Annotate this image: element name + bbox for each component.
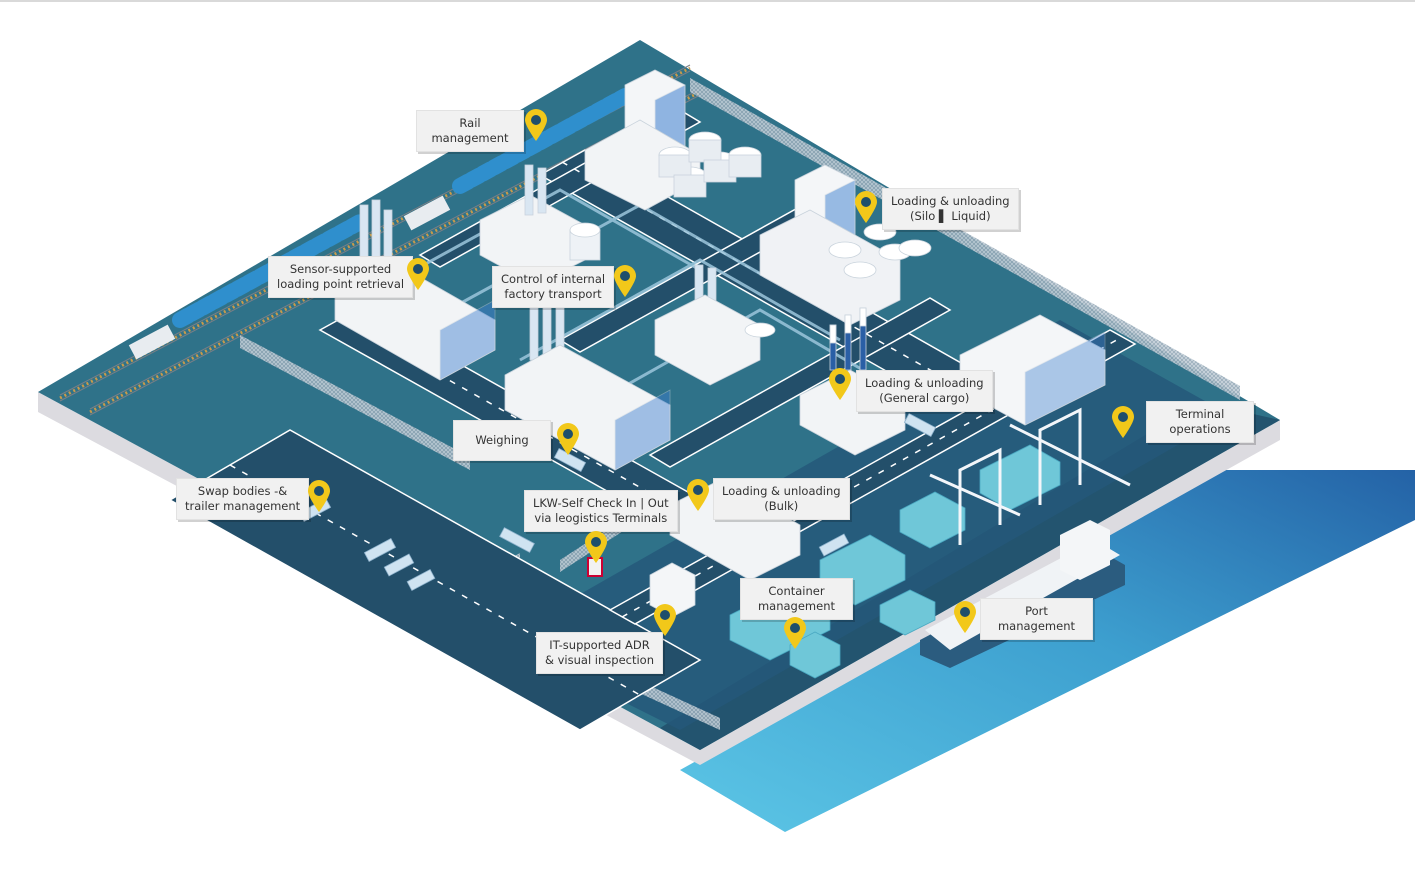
map-pin-icon-port[interactable] — [953, 600, 977, 634]
label-loading-general-cargo: Loading & unloading(General cargo) — [856, 370, 993, 412]
map-pin-icon-terminal[interactable] — [1111, 405, 1135, 439]
cranes — [929, 407, 1131, 545]
map-pin-icon-swap[interactable] — [307, 479, 331, 513]
map-pin-icon-rail[interactable] — [524, 108, 548, 142]
water — [680, 470, 1415, 832]
dock-area — [500, 320, 1230, 730]
label-loading-bulk: Loading & unloading(Bulk) — [713, 478, 850, 520]
map-pin-icon-bulk[interactable] — [686, 478, 710, 512]
label-swap-bodies: Swap bodies -&trailer management — [176, 478, 310, 520]
map-pin-icon-checkin[interactable] — [584, 530, 608, 564]
trucks — [298, 413, 937, 592]
map-pin-icon-general[interactable] — [828, 367, 852, 401]
label-it-supported-adr: IT-supported ADR& visual inspection — [536, 632, 664, 674]
top-divider — [0, 0, 1415, 2]
label-loading-silo-liquid: Loading & unloading(Silo ▌ Liquid) — [882, 188, 1019, 230]
map-pin-icon-silo[interactable] — [854, 190, 878, 224]
map-pin-icon-container[interactable] — [783, 616, 807, 650]
map-pin-icon-adr[interactable] — [653, 603, 677, 637]
buildings — [334, 69, 1106, 618]
label-weighing: Weighing — [453, 420, 551, 461]
map-pin-icon-sensor[interactable] — [406, 257, 430, 291]
map-pin-icon-weighing[interactable] — [556, 422, 580, 456]
map-pin-icon-internal[interactable] — [613, 264, 637, 298]
